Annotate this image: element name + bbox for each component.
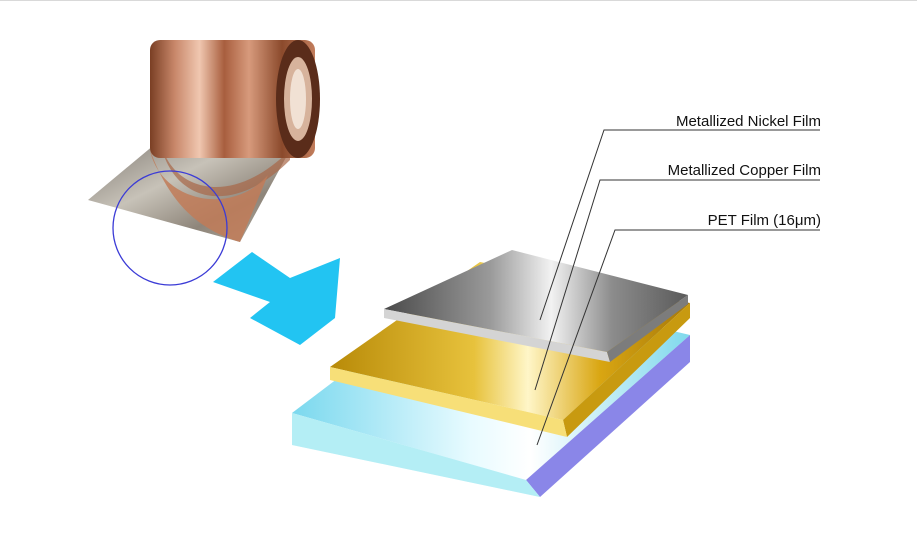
label-metallized-copper-film: Metallized Copper Film	[667, 162, 821, 179]
label-metallized-nickel-film: Metallized Nickel Film	[675, 113, 821, 130]
film-stack	[292, 250, 690, 497]
top-divider	[0, 0, 917, 1]
right-arrow	[213, 252, 340, 345]
copper-foil-roll	[88, 40, 320, 242]
leader-lines	[534, 129, 820, 446]
magnifier-circle	[112, 170, 228, 286]
label-pet-film: PET Film (16μm)	[707, 212, 821, 229]
